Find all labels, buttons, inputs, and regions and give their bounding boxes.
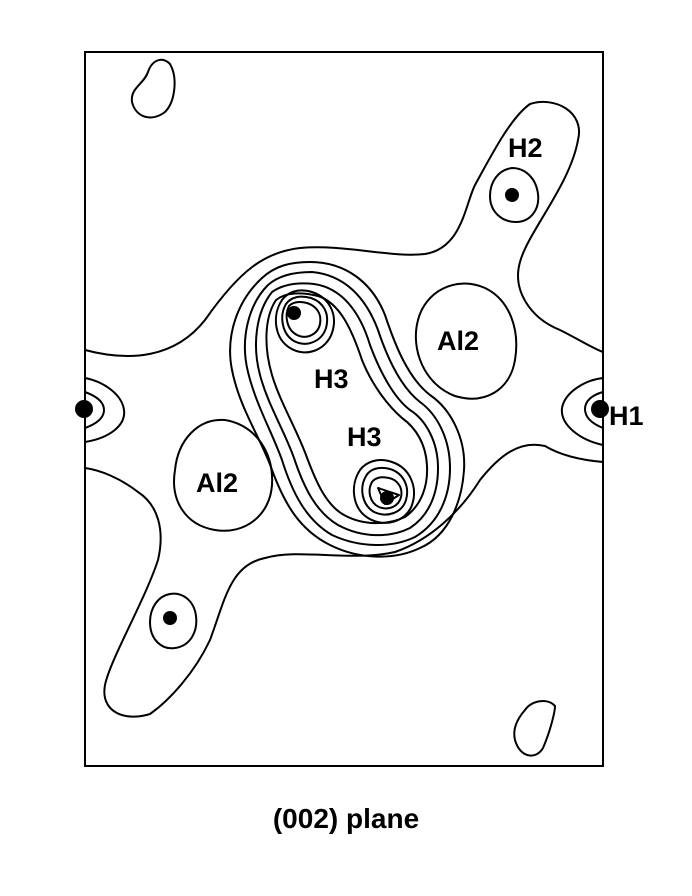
- h3-contour-2: [244, 271, 451, 546]
- h3-upper-contour-5: [274, 289, 335, 354]
- label-al2-right: Al2: [437, 326, 479, 356]
- h1-right-atom: [591, 400, 609, 418]
- h3-contour-1: [229, 261, 466, 558]
- h3-contour-4: [265, 292, 429, 525]
- h2-contour: [489, 167, 540, 223]
- figure-caption: (002) plane: [272, 803, 420, 834]
- h3-lower-contour-5: [352, 459, 415, 524]
- label-h2: H2: [508, 133, 543, 163]
- h3-upper-contour-6: [281, 295, 329, 345]
- h3-lower-atom: [380, 491, 394, 505]
- h3-upper-contour-7: [285, 301, 322, 338]
- h2-atom: [505, 188, 519, 202]
- h3-upper-atom: [287, 306, 301, 320]
- label-h3-lower: H3: [347, 422, 382, 452]
- bottom-right-contour: [513, 700, 556, 757]
- h1-right-contour-outer: [560, 377, 604, 446]
- lower-left-h-atom: [163, 611, 177, 625]
- al2-right-contour: [414, 282, 518, 400]
- h1-left-atom: [75, 400, 93, 418]
- h1-right-contour-inner: [584, 391, 604, 429]
- top-left-contour: [130, 58, 176, 119]
- h1-left-contour-inner: [84, 391, 105, 429]
- lower-left-h-contour: [149, 592, 198, 650]
- h3-lower-contour-6: [361, 466, 409, 516]
- h1-left-contour-outer: [84, 377, 126, 443]
- h3-contour-3: [255, 282, 439, 537]
- h3-lower-contour-7: [368, 476, 403, 510]
- al2-left-contour: [173, 418, 274, 532]
- label-al2-left: Al2: [196, 468, 238, 498]
- label-h1: H1: [609, 401, 644, 431]
- label-h3-upper: H3: [314, 364, 349, 394]
- outer-density-contour: [84, 100, 604, 718]
